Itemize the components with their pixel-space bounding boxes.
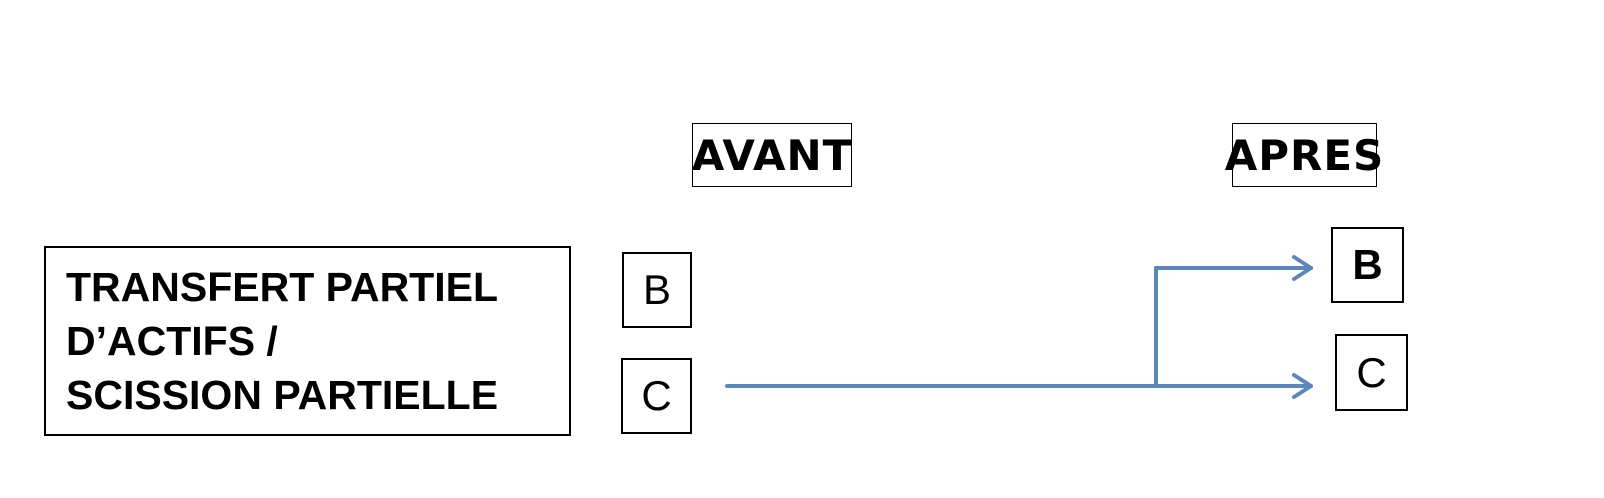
arrowhead-to-c: [1292, 373, 1313, 399]
operation-title-box: TRANSFERT PARTIEL D’ACTIFS / SCISSION PA…: [44, 246, 571, 436]
before-entity-b: B: [622, 252, 692, 328]
after-entity-c: C: [1335, 334, 1408, 411]
before-entity-c-label: C: [641, 372, 672, 419]
after-entity-b: B: [1331, 227, 1404, 303]
before-entity-c: C: [621, 358, 692, 434]
heading-apres-label: APRES: [1224, 130, 1385, 180]
after-entity-c-label: C: [1356, 348, 1387, 396]
arrowhead-to-b: [1292, 255, 1313, 281]
operation-title: TRANSFERT PARTIEL D’ACTIFS / SCISSION PA…: [66, 264, 499, 418]
heading-avant-label: AVANT: [691, 130, 853, 180]
heading-apres: APRES: [1225, 123, 1383, 187]
after-entity-b-label: B: [1352, 241, 1383, 288]
before-entity-b-label: B: [642, 266, 671, 313]
heading-avant: AVANT: [692, 123, 852, 187]
